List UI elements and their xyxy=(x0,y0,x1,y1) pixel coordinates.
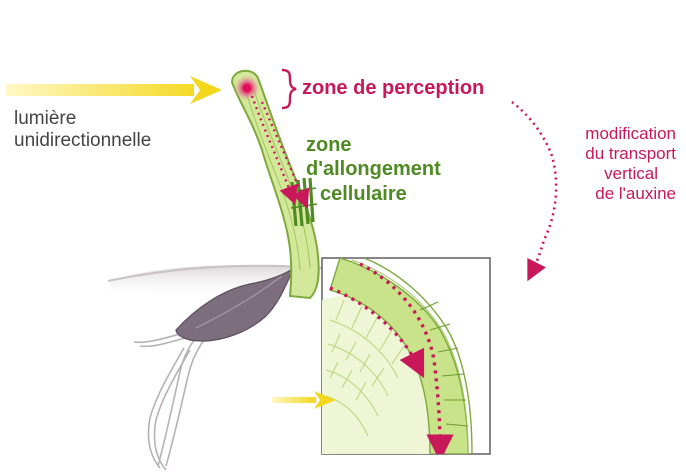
light-label-line-1: lumière xyxy=(14,108,77,129)
light-label: lumière unidirectionnelle xyxy=(14,108,151,153)
modification-line-1: modification xyxy=(585,124,676,143)
light-arrow-icon xyxy=(6,76,222,104)
modification-line-4: de l'auxine xyxy=(595,184,676,204)
seed xyxy=(175,266,296,342)
elongation-line-2: d'allongement xyxy=(306,158,441,181)
modification-label: modification du transport vertical de l'… xyxy=(548,124,676,204)
modification-line-2: du transport xyxy=(585,144,676,164)
elongation-zone-label: zone d'allongement cellulaire xyxy=(306,133,441,206)
perception-zone-label: zone de perception xyxy=(302,77,485,99)
stem xyxy=(230,69,320,300)
light-label-line-2: unidirectionnelle xyxy=(14,130,152,152)
brace-icon xyxy=(281,68,297,110)
elongation-line-3: cellulaire xyxy=(320,182,407,205)
zoom-box xyxy=(321,257,491,455)
elongation-line-1: zone xyxy=(306,134,352,156)
modification-line-3: vertical xyxy=(604,164,658,184)
small-light-arrow-icon xyxy=(272,391,336,409)
